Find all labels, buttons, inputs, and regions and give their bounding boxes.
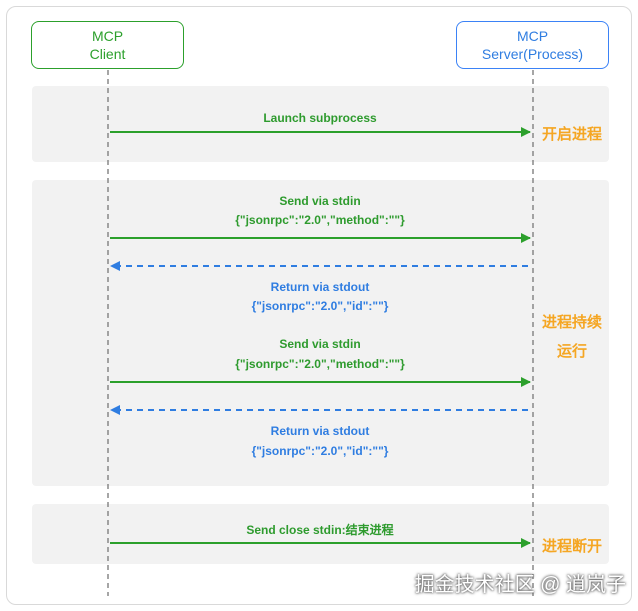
phase-band-running: [32, 180, 609, 486]
message-payload-send-2: {"jsonrpc":"2.0","method":""}: [235, 357, 405, 371]
watermark: 掘金技术社区 @ 逍岚子: [414, 574, 626, 596]
message-payload-return-1: {"jsonrpc":"2.0","id":""}: [251, 299, 389, 313]
phase-band-stop: [32, 504, 609, 564]
message-label-send-1: Send via stdin: [279, 194, 361, 208]
client-subtitle: Client: [89, 46, 126, 62]
message-label-send-2: Send via stdin: [279, 337, 361, 351]
message-label-return-1: Return via stdout: [270, 280, 370, 294]
mcp-server-box: MCP Server(Process): [456, 21, 609, 69]
phase-band-start: [32, 86, 609, 162]
message-label-launch: Launch subprocess: [263, 111, 377, 125]
server-title: MCP: [516, 28, 549, 44]
phase-label-running-1: 进程持续: [541, 314, 602, 331]
client-title: MCP: [91, 28, 124, 44]
message-label-close: Send close stdin:结束进程: [246, 523, 394, 537]
phase-label-stop: 进程断开: [541, 538, 602, 555]
mcp-client-box: MCP Client: [31, 21, 184, 69]
message-payload-return-2: {"jsonrpc":"2.0","id":""}: [251, 444, 389, 458]
server-subtitle: Server(Process): [481, 46, 584, 62]
message-payload-send-1: {"jsonrpc":"2.0","method":""}: [235, 213, 405, 227]
phase-label-start: 开启进程: [541, 126, 602, 143]
phase-label-running-2: 运行: [556, 343, 587, 360]
message-label-return-2: Return via stdout: [270, 424, 370, 438]
